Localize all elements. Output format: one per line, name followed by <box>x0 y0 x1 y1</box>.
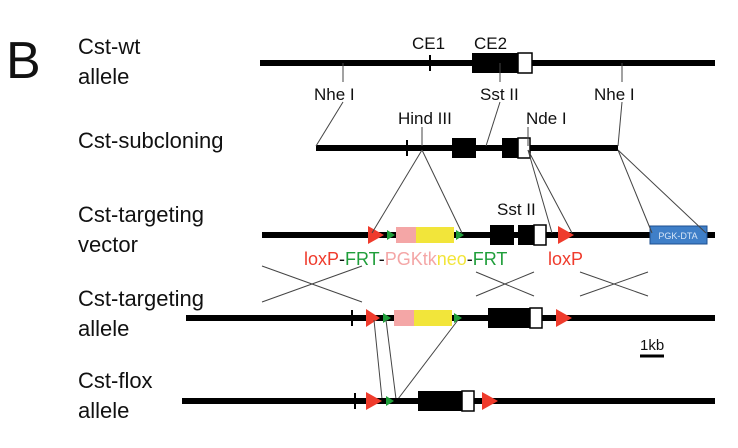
sst-top-label: Sst II <box>480 85 519 104</box>
nde-label: Nde I <box>526 109 567 128</box>
vector-pgk-box <box>396 227 416 243</box>
vector-loxp-1-arrow <box>368 226 384 244</box>
legend-neo: neo <box>437 249 467 269</box>
legend-loxp-2: loxP <box>548 249 583 269</box>
vector-neo-box <box>416 227 454 243</box>
ce2-exon <box>472 53 518 73</box>
flox-utr <box>461 390 475 412</box>
guide-hind-right <box>421 149 463 234</box>
ce2-utr <box>517 52 533 74</box>
flox-exon <box>418 391 462 411</box>
guide-nhe-left <box>315 101 344 147</box>
cross-mid-b <box>475 271 535 297</box>
targeting-exon <box>488 308 530 328</box>
legend-frt-2: FRT <box>473 249 508 269</box>
guide-sst-top <box>485 101 501 147</box>
targeting-frt-2-arrow <box>454 313 462 323</box>
targeting-loxp-2-arrow <box>556 309 572 327</box>
ce2-label: CE2 <box>474 34 507 53</box>
targeting-label-line2: allele <box>78 316 129 341</box>
legend-dash-2: - <box>379 249 385 269</box>
guide-hind-left <box>371 149 423 234</box>
guide-flox-mid <box>385 319 397 400</box>
flox-label-line1: Cst-flox <box>78 368 153 393</box>
pgk-dta-label: PGK-DTA <box>658 231 697 241</box>
wt-label-line2: allele <box>78 64 129 89</box>
subcloning-exon-2 <box>502 138 518 158</box>
subcloning-label: Cst-subcloning <box>78 128 224 153</box>
guide-dta-right <box>617 149 707 234</box>
sst-vector-label: Sst II <box>497 200 536 219</box>
nhe-left-label: Nhe I <box>314 85 355 104</box>
legend-loxp-1: loxP <box>304 249 339 269</box>
flox-loxp-1-arrow <box>366 392 382 410</box>
legend-pgktk: PGKtk <box>385 249 438 269</box>
guide-nde-right <box>527 149 573 234</box>
vector-exon-1 <box>490 225 514 245</box>
guide-nde-left <box>527 149 553 234</box>
cross-right-b <box>579 271 649 297</box>
targeting-frt-1-arrow <box>383 313 391 323</box>
vector-utr <box>533 224 547 246</box>
panel-letter: B <box>6 32 41 90</box>
targeting-pgk-box <box>394 310 414 326</box>
targeting-loxp-1-arrow <box>366 309 380 327</box>
vector-loxp-2-arrow <box>558 226 574 244</box>
legend-dash-1: - <box>339 249 345 269</box>
guide-nhe-right <box>617 101 623 147</box>
targeting-label-line1: Cst-targeting <box>78 286 204 311</box>
scale-label: 1kb <box>640 337 664 354</box>
subcloning-exon-1 <box>452 138 476 158</box>
hind-label: Hind III <box>398 109 452 128</box>
flox-frt-arrow <box>386 396 394 406</box>
vector-frt-1-arrow <box>387 230 395 240</box>
ce1-label: CE1 <box>412 34 445 53</box>
subcloning-utr <box>517 137 531 159</box>
cross-left-b <box>261 265 363 303</box>
nhe-right-label: Nhe I <box>594 85 635 104</box>
guide-flox-left <box>373 319 383 400</box>
vector-frt-2-arrow <box>456 230 464 240</box>
targeting-neo-box <box>414 310 452 326</box>
vector-label-line1: Cst-targeting <box>78 202 204 227</box>
flox-loxp-2-arrow <box>482 392 498 410</box>
vector-label-line2: vector <box>78 232 138 257</box>
legend-frt-1: FRT <box>345 249 380 269</box>
targeting-utr <box>529 307 543 329</box>
cassette-legend: loxP-FRT-PGKtkneo-FRT <box>304 249 507 269</box>
legend-dash-3: - <box>467 249 473 269</box>
wt-label-line1: Cst-wt <box>78 34 140 59</box>
guide-dta-left <box>617 149 653 234</box>
vector-exon-2 <box>518 225 534 245</box>
pgk-dta-box <box>649 225 708 245</box>
guide-flox-right <box>397 319 459 400</box>
flox-label-line2: allele <box>78 398 129 423</box>
